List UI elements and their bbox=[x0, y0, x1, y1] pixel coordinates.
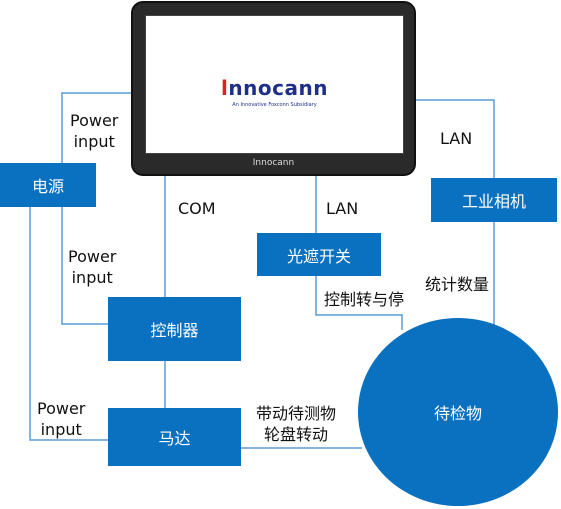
control-stop-label: 控制转与停 bbox=[324, 290, 405, 309]
power-box: 电源 bbox=[0, 163, 96, 207]
drive-label: 带动待测物轮盘转动 bbox=[256, 404, 337, 444]
motor-box: 马达 bbox=[108, 408, 241, 466]
lan-label-1: LAN bbox=[326, 199, 359, 218]
count-label: 统计数量 bbox=[425, 275, 490, 294]
wire-power-motor bbox=[29, 207, 108, 441]
light-switch-box: 光遮开关 bbox=[257, 233, 381, 276]
com-label: COM bbox=[178, 199, 216, 218]
wire-monitor-camera bbox=[416, 99, 495, 178]
controller-box: 控制器 bbox=[108, 297, 241, 361]
bezel-brand: Innocann bbox=[252, 158, 295, 168]
wire-power-controller bbox=[61, 207, 108, 325]
wire-monitor-power bbox=[61, 92, 131, 163]
object-circle: 待检物 bbox=[358, 318, 558, 506]
brand-tagline: An Innovative Foxconn Subsidiary bbox=[232, 102, 317, 108]
camera-box: 工业相机 bbox=[431, 178, 557, 222]
wire-switch-object bbox=[315, 276, 403, 330]
brand-logo: lnnocann bbox=[221, 76, 328, 100]
monitor-display: lnnocann An Innovative Foxconn Subsidiar… bbox=[131, 1, 416, 176]
lan-label-2: LAN bbox=[440, 129, 473, 148]
monitor-screen: lnnocann An Innovative Foxconn Subsidiar… bbox=[145, 15, 404, 154]
